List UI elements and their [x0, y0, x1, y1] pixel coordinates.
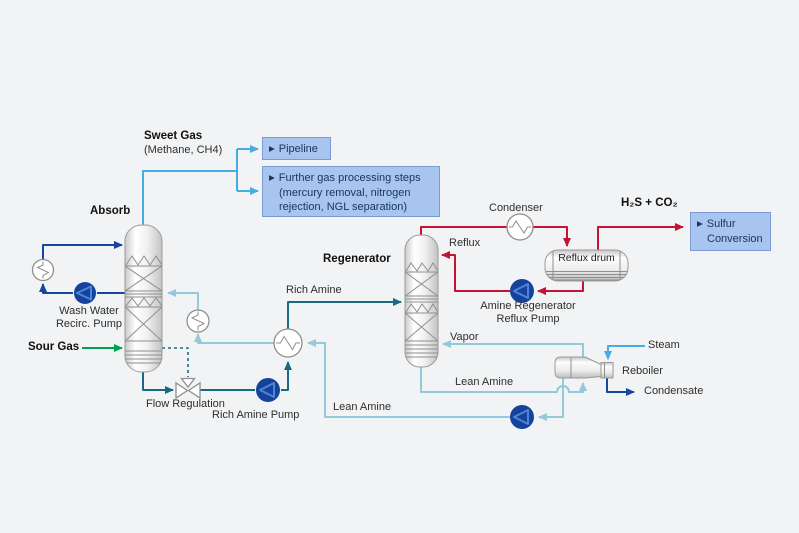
lean-amine-pump-icon [510, 405, 534, 429]
further-processing-link[interactable]: ▶Further gas processing steps (mercury r… [262, 166, 440, 217]
link-bullet-icon: ▶ [269, 173, 275, 182]
absorber-label: Absorb [90, 205, 131, 217]
sweet-gas-label: Sweet Gas [144, 130, 203, 142]
regenerator-internals [405, 262, 438, 358]
wash-water-pipe [39, 241, 125, 294]
lean-amine-pipe [167, 289, 587, 421]
pipeline-link-label: Pipeline [278, 143, 318, 155]
lean-amine-cooler-icon [186, 309, 210, 333]
acid-gas-label: H₂S + CO₂ [621, 197, 678, 209]
regenerator-label: Regenerator [323, 253, 391, 265]
steam-label: Steam [648, 339, 680, 351]
lean-amine-regen-label: Lean Amine [455, 376, 514, 388]
reboiler-label: Reboiler [622, 365, 663, 377]
condensate-label: Condensate [644, 385, 704, 397]
link-bullet-icon: ▶ [269, 144, 275, 153]
condensate-pipe [606, 378, 635, 396]
condenser-label: Condenser [489, 202, 543, 214]
rich-amine-label: Rich Amine [286, 284, 342, 296]
cross-heat-exchanger-icon [273, 328, 303, 358]
pipeline-link[interactable]: ▶Pipeline [262, 137, 331, 160]
reboiler-steam-nozzle [600, 362, 614, 379]
acid-gas-pipe [420, 223, 684, 295]
rich-amine-pump-label: Rich Amine Pump [212, 409, 300, 421]
further-processing-link-label: rejection, NGL separation) [279, 201, 407, 213]
reflux-drum-label: Reflux drum [558, 252, 615, 264]
reflux-label: Reflux [449, 237, 481, 249]
flow-regulation-label: Flow Regulation [146, 398, 225, 410]
steam-pipe [604, 345, 645, 360]
vapor-label: Vapor [450, 331, 479, 343]
sweet-gas-detail-label: (Methane, CH4) [144, 144, 223, 156]
level-control-signal-line [162, 347, 189, 377]
amine-regenerator-reflux-pump-icon [510, 279, 534, 303]
absorber-column [124, 224, 163, 373]
sulfur-conversion-link-label: Sulfur [706, 218, 736, 230]
sulfur-conversion-link-label: Conversion [707, 233, 763, 245]
absorber-internals [125, 255, 162, 364]
sour-gas-label: Sour Gas [28, 341, 80, 353]
condenser-exchanger-icon [506, 213, 534, 241]
reboiler-vessel [554, 356, 614, 379]
further-processing-link-label: Further gas processing steps [278, 172, 421, 184]
rich-amine-pump-icon [256, 378, 280, 402]
regenerator-column [404, 234, 439, 368]
flow-regulation-valve-icon [175, 377, 201, 400]
wash-water-pump-icon [74, 282, 96, 304]
wash-water-cooler-icon [31, 258, 55, 282]
sweet-gas-pipe [142, 145, 259, 225]
lean-amine-label: Lean Amine [333, 401, 392, 413]
link-bullet-icon: ▶ [697, 219, 703, 228]
further-processing-link-label: (mercury removal, nitrogen [279, 187, 411, 199]
reflux-drum [544, 249, 629, 282]
sulfur-conversion-link[interactable]: ▶Sulfur Conversion [690, 212, 771, 251]
rich-amine-pipe [142, 298, 402, 394]
